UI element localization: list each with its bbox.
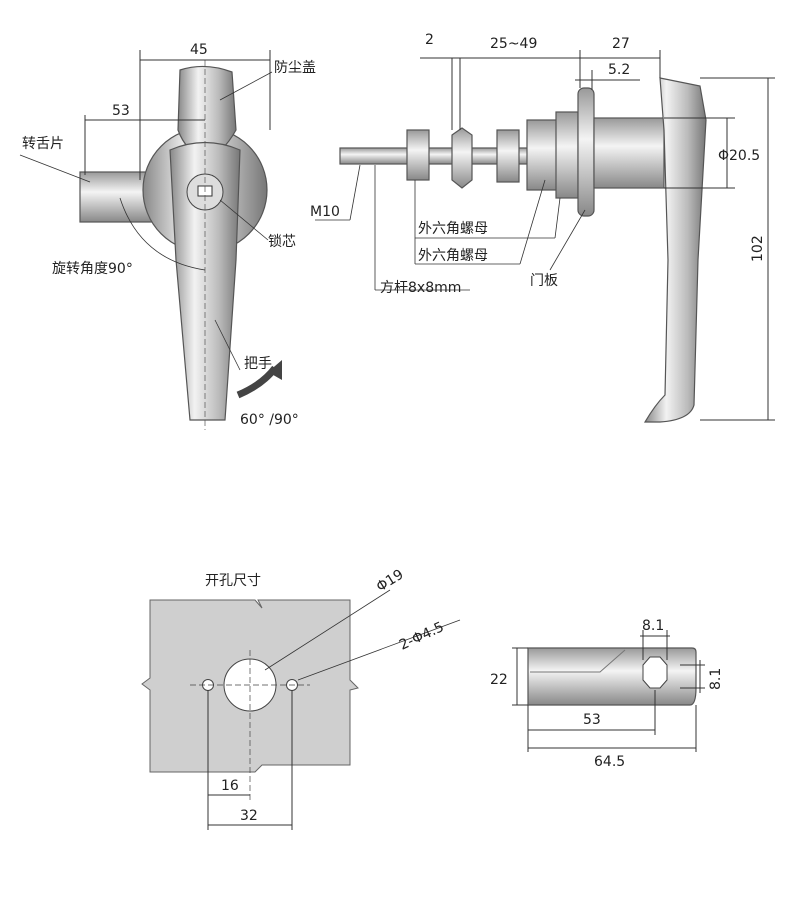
dim-32: 32 <box>240 808 258 824</box>
dim-2: 2 <box>425 32 434 48</box>
dim-diameter: Φ20.5 <box>718 148 760 164</box>
rotation-angle-label: 旋转角度90° <box>52 261 133 277</box>
dim-5-2: 5.2 <box>608 62 630 78</box>
cutout-title: 开孔尺寸 <box>205 573 261 589</box>
side-handle <box>643 77 707 423</box>
thread-label: M10 <box>310 204 340 220</box>
tongue-label: 转舌片 <box>22 136 64 152</box>
dust-cover-label: 防尘盖 <box>274 60 316 76</box>
side-view: 2 25~49 27 5.2 Φ20.5 102 M10 外六角螺母 外六角螺母… <box>310 32 775 423</box>
barrel <box>593 117 665 189</box>
tongue-edge <box>451 127 473 189</box>
small-holes-label: 2-Φ4.5 <box>397 619 447 653</box>
hex-nut-label-1: 外六角螺母 <box>418 221 488 237</box>
nut-plate <box>555 111 579 199</box>
dim-8-1-top: 8.1 <box>642 618 664 634</box>
dim-27: 27 <box>612 36 630 52</box>
door-panel-label: 门板 <box>530 273 558 289</box>
dim-range: 25~49 <box>490 36 537 52</box>
lock-core-label: 锁芯 <box>268 234 296 250</box>
square-bar-label: 方杆8x8mm <box>380 280 461 296</box>
front-view: 45 53 防尘盖 转舌片 锁芯 旋转角度90° 把手 60° /90° <box>19 42 316 430</box>
handle-angles-label: 60° /90° <box>240 412 299 428</box>
hole-diameter-label: Φ19 <box>374 567 407 596</box>
hex-nut <box>496 129 520 183</box>
tongue-view: 22 8.1 8.1 53 64.5 <box>490 618 724 770</box>
square-hole <box>642 656 668 689</box>
dim-16: 16 <box>221 778 239 794</box>
tongue-plate-top <box>527 647 697 706</box>
handle-label: 把手 <box>244 356 272 372</box>
hex-nut <box>406 129 430 181</box>
cutout-view: 开孔尺寸 Φ19 2-Φ4.5 16 32 <box>141 567 461 830</box>
dim-22: 22 <box>490 672 508 688</box>
dim-64-5: 64.5 <box>594 754 625 770</box>
offset-dimension: 53 <box>112 103 130 119</box>
hex-nut-label-2: 外六角螺母 <box>418 248 488 264</box>
flange <box>577 87 595 217</box>
width-dimension: 45 <box>190 42 208 58</box>
dim-8-1-side: 8.1 <box>708 668 724 690</box>
lock-thread <box>526 119 558 191</box>
dim-102: 102 <box>750 235 766 262</box>
dim-53: 53 <box>583 712 601 728</box>
